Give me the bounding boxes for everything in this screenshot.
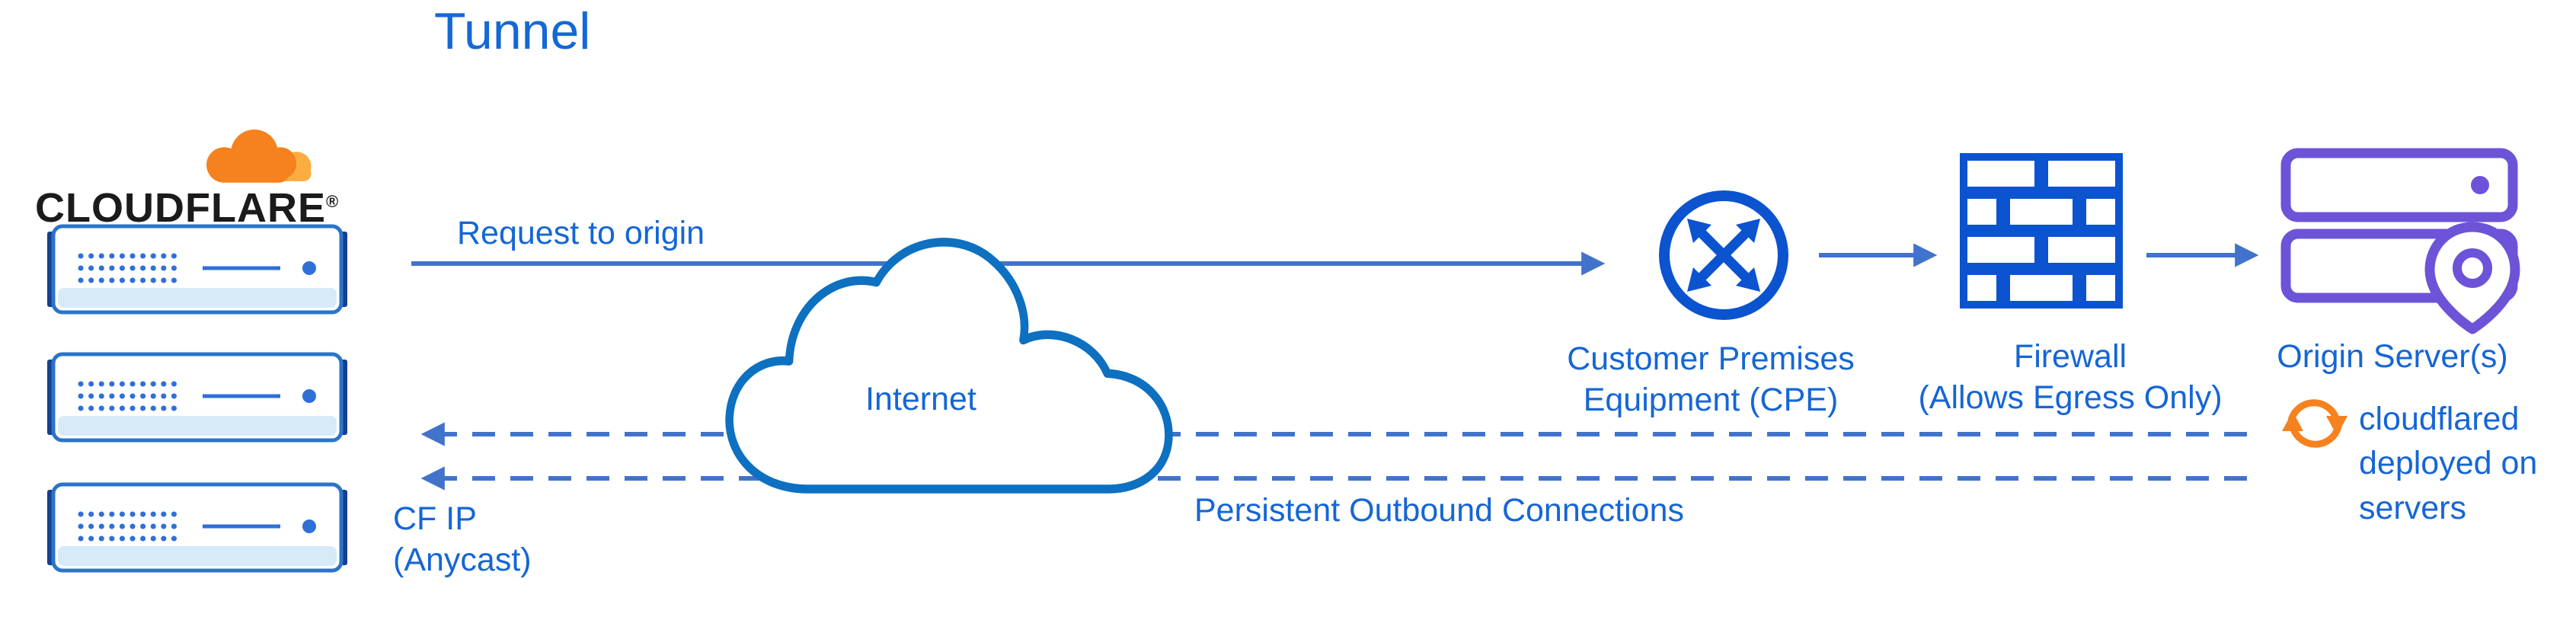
cpe-router-icon [1659,190,1788,320]
brand-text: CLOUDFLARE [35,185,326,231]
firewall-icon [1960,153,2123,308]
internet-label: Internet [865,381,976,417]
request-to-origin-label: Request to origin [457,215,705,251]
sync-icon [2282,399,2347,448]
edge-server-icon [47,224,347,315]
internet-cloud-icon [725,238,1173,494]
cloudflare-wordmark: CLOUDFLARE® [35,184,339,232]
origin-server-icon [2280,148,2520,334]
registered-mark: ® [325,192,340,211]
location-pin-icon [2424,222,2520,334]
persistent-connection-lines [420,422,2247,491]
cloudflare-logo: CLOUDFLARE® [35,120,363,233]
edge-server-icon [47,482,347,573]
diagram-title: Tunnel [434,2,591,60]
edge-server-icon [47,352,347,443]
cpe-label: Customer Premises Equipment (CPE) [1567,340,1855,419]
firewall-label: Firewall (Allows Egress Only) [1918,338,2223,417]
cf-ip-label: CF IP (Anycast) [393,500,532,579]
persistent-outbound-label: Persistent Outbound Connections [1194,492,1685,529]
cloudflared-label: cloudflared deployed on servers [2359,401,2538,526]
origin-servers-label: Origin Server(s) [2277,338,2508,375]
cloudflare-cloud-icon [206,129,312,183]
